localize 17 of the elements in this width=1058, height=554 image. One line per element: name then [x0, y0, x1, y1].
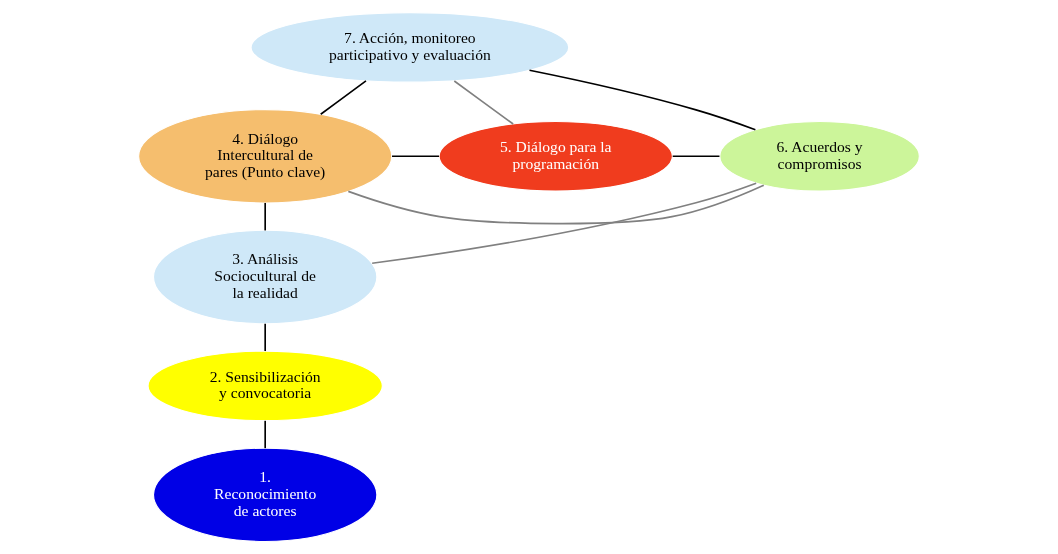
node-ellipse: 3. Análisis Sociocultural de la realidad — [152, 229, 378, 325]
connector — [671, 155, 721, 158]
connector — [347, 184, 765, 225]
connector — [528, 69, 757, 131]
node-ellipse: 2. Sensibilización y convocatoria — [147, 350, 383, 422]
connector — [264, 322, 266, 352]
node-ellipse: 7. Acción, monitoreo participativo y evaluación — [250, 12, 570, 83]
connector — [319, 80, 367, 116]
connector — [264, 419, 266, 449]
connector — [264, 202, 266, 232]
node-ellipse: 6. Acuerdos y compromisos — [719, 120, 920, 192]
node-ellipse: 5. Diálogo para la programación — [438, 120, 673, 192]
connector — [391, 155, 440, 158]
connector — [371, 182, 757, 265]
connector — [453, 80, 514, 125]
node-ellipse: 4. Diálogo Intercultural de pares (Punto clave) — [138, 109, 393, 204]
node-ellipse: 1. Reconocimiento de actores — [152, 447, 378, 543]
